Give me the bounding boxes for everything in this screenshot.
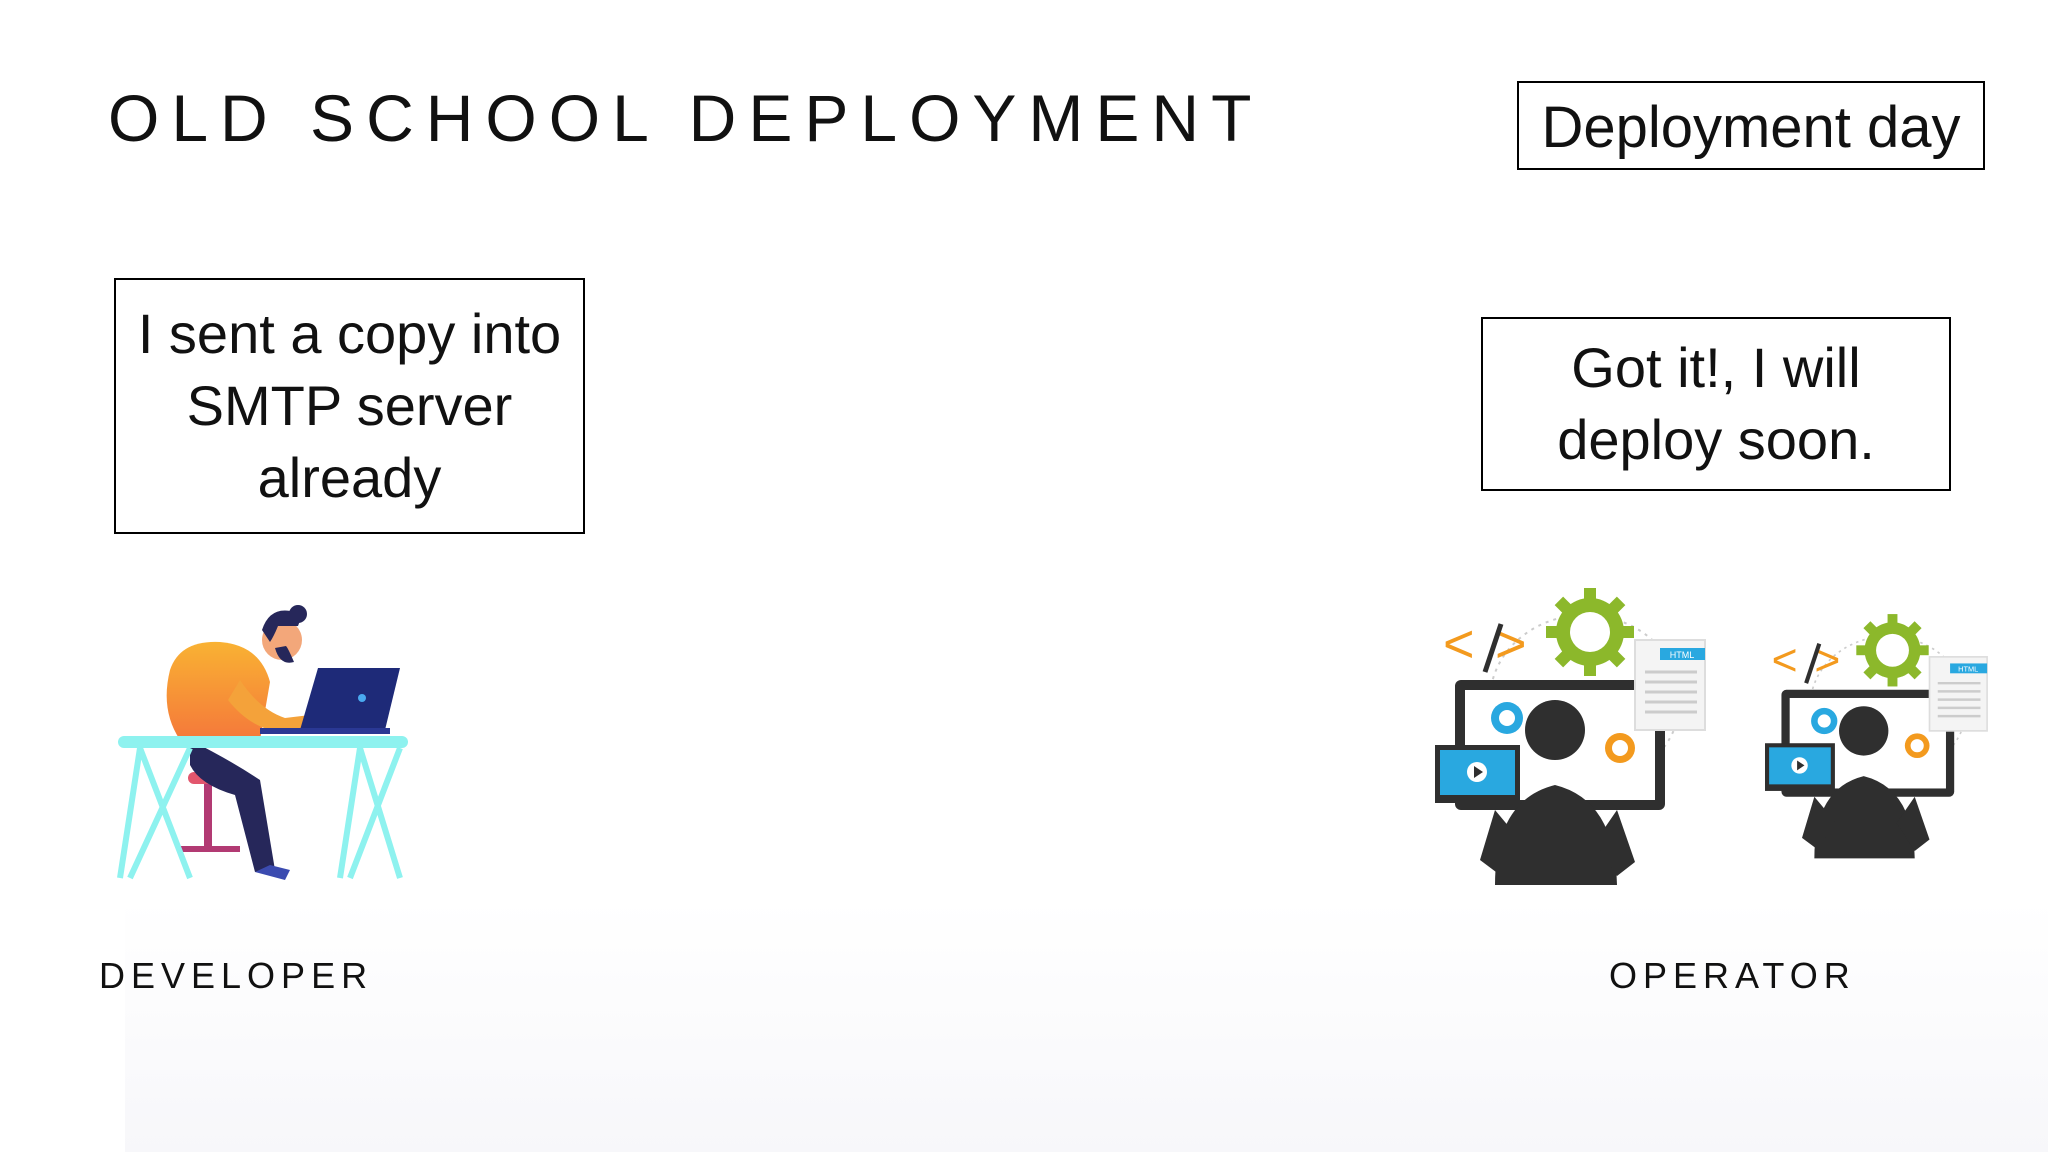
developer-speech-box: I sent a copy into SMTP server already [114, 278, 585, 534]
svg-text:<: < [1443, 614, 1475, 674]
svg-text:<: < [1772, 636, 1798, 685]
developer-speech-line: SMTP server [186, 374, 513, 437]
svg-text:>: > [1495, 614, 1527, 674]
developer-illustration-icon [117, 605, 408, 880]
developer-role-label: DEVELOPER [99, 955, 374, 996]
operator-speech-line: Got it!, I will [1571, 336, 1861, 399]
operator-speech-box: Got it!, I will deploy soon. [1481, 317, 1951, 491]
operator-illustration-icon: < > HTML [1765, 614, 1988, 859]
developer-speech-line: already [257, 446, 442, 509]
svg-text:HTML: HTML [1670, 650, 1695, 660]
operator-illustration-icon: < > HTML [1435, 588, 1706, 885]
svg-text:HTML: HTML [1958, 665, 1978, 674]
svg-text:>: > [1814, 636, 1840, 685]
operator-speech-line: deploy soon. [1557, 408, 1875, 471]
operator-role-label: OPERATOR [1609, 955, 1856, 996]
developer-speech-line: I sent a copy into [137, 302, 562, 365]
slide-title: OLD SCHOOL DEPLOYMENT [108, 81, 1264, 155]
background-fade [125, 900, 2048, 1152]
deployment-day-badge: Deployment day [1517, 81, 1985, 170]
